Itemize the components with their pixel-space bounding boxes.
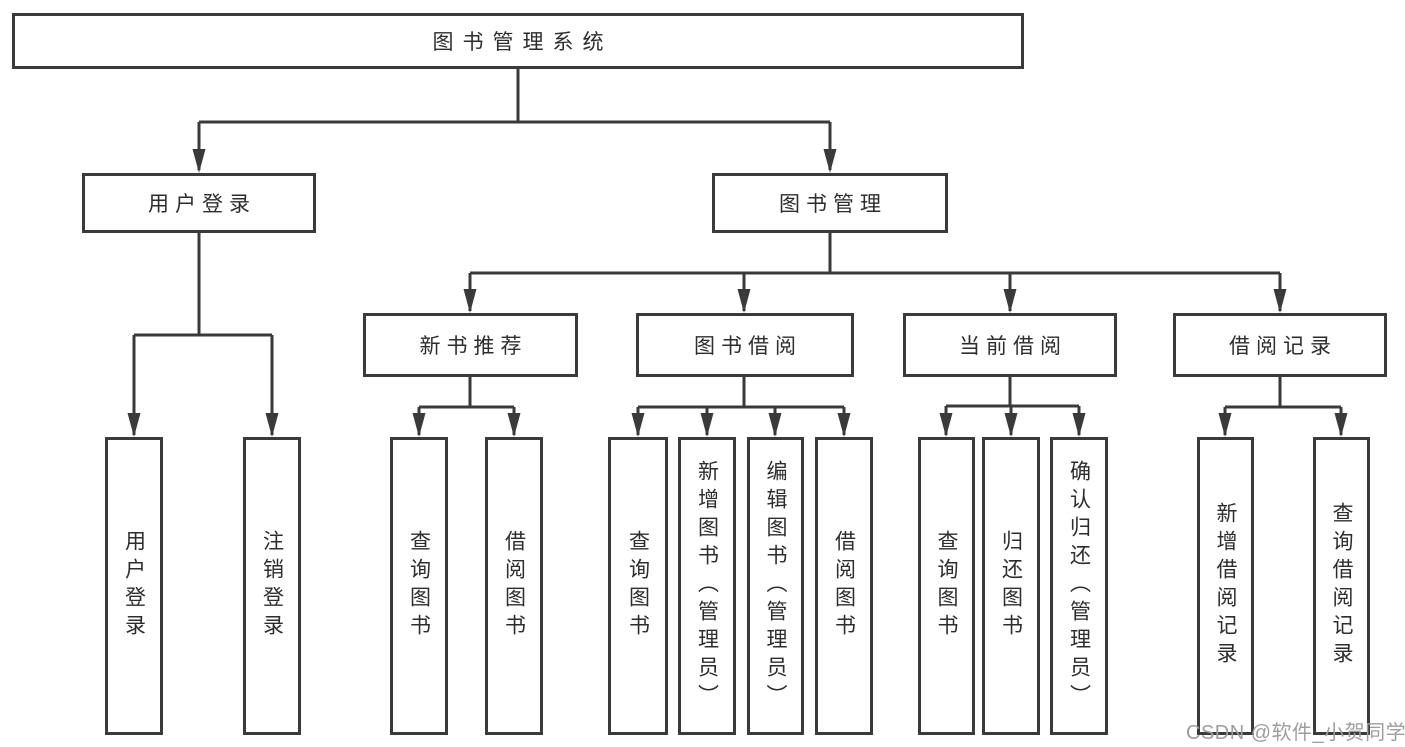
node-new-book-recommend: 新书推荐: [363, 313, 578, 377]
leaf-records-query-record: 查询借阅记录: [1313, 437, 1370, 735]
leaf-borrow-query-book: 查询图书: [608, 437, 668, 735]
node-book-management: 图书管理: [712, 173, 948, 233]
node-root-system: 图书管理系统: [12, 13, 1024, 69]
leaf-logout: 注销登录: [243, 437, 301, 735]
leaf-user-login: 用户登录: [105, 437, 163, 735]
leaf-current-query-book: 查询图书: [918, 437, 975, 735]
leaf-records-add-record: 新增借阅记录: [1197, 437, 1254, 735]
csdn-watermark: CSDN @软件_小贺同学: [1186, 722, 1405, 744]
leaf-borrow-add-book-admin: 新增图书（管理员）: [678, 437, 736, 735]
leaf-recommend-query-book: 查询图书: [390, 437, 448, 735]
node-current-borrow: 当前借阅: [903, 313, 1117, 377]
node-user-login: 用户登录: [82, 173, 316, 233]
leaf-borrow-borrow-book: 借阅图书: [815, 437, 873, 735]
node-book-borrow: 图书借阅: [636, 313, 854, 377]
leaf-recommend-borrow-book: 借阅图书: [485, 437, 543, 735]
node-borrow-records: 借阅记录: [1173, 313, 1387, 377]
leaf-current-confirm-return-admin: 确认归还（管理员）: [1050, 437, 1108, 735]
leaf-current-return-book: 归还图书: [982, 437, 1040, 735]
leaf-borrow-edit-book-admin: 编辑图书（管理员）: [747, 437, 804, 735]
